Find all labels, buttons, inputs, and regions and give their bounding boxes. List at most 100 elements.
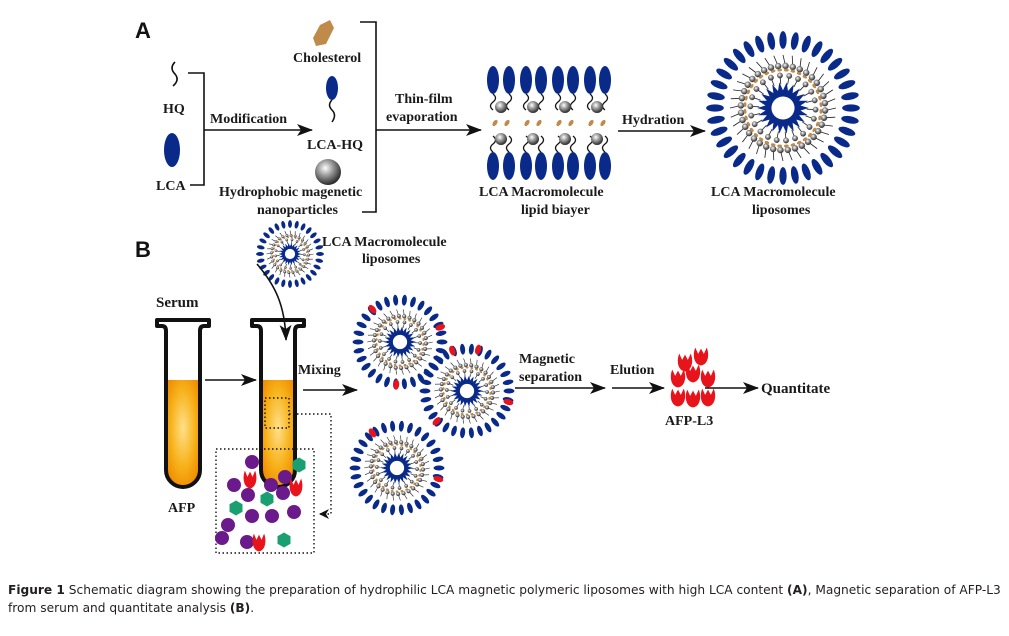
nanoparticle (395, 320, 400, 324)
cholesterol (486, 377, 489, 381)
nanoparticle (795, 76, 801, 82)
nanoparticle (396, 491, 401, 497)
cholesterol (408, 319, 412, 322)
lca-head-bottom (503, 152, 515, 180)
caption-ref-a: (A) (787, 583, 808, 597)
lca-head (256, 245, 265, 250)
caption-figure-label: Figure 1 (8, 583, 65, 597)
nanoparticle (443, 402, 448, 408)
hq-tail (522, 93, 530, 111)
nanoparticle (415, 482, 420, 487)
caption-text-1: Schematic diagram showing the preparatio… (64, 583, 788, 597)
nanoparticle (371, 338, 377, 343)
afp-molecule (221, 518, 235, 532)
lca-head (294, 220, 299, 229)
nanoparticle (798, 142, 806, 149)
cholesterol (486, 401, 489, 405)
nanoparticle (369, 459, 374, 464)
cholesterol (305, 251, 308, 254)
lca-head (420, 397, 432, 403)
lca-head (384, 376, 390, 388)
cholesterol (460, 412, 464, 416)
nanoparticle (527, 133, 539, 145)
nanoparticle (821, 99, 829, 107)
lca-head-bottom (552, 152, 564, 180)
cholesterol (802, 137, 807, 142)
cholesterol (373, 459, 376, 463)
nanoparticle (479, 367, 484, 372)
b-liposome-label-line1: LCA Macromolecule (322, 235, 447, 250)
nanoparticle (747, 103, 754, 110)
nanoparticle-label-line1: Hydrophobic magenetic (219, 185, 362, 200)
cholesterol (390, 489, 394, 493)
cholesterol (764, 71, 770, 76)
afp-l3-molecule (700, 388, 716, 407)
nanoparticle (763, 143, 770, 150)
lca-head (310, 269, 317, 276)
lca-head (767, 166, 776, 184)
nanoparticle (417, 334, 422, 338)
lca-head (281, 220, 286, 229)
cholesterol (743, 102, 747, 108)
lca-head (423, 404, 434, 412)
lca-head (315, 245, 324, 250)
lca-head (442, 422, 450, 433)
cholesterol (790, 69, 796, 73)
nanoparticle (406, 489, 411, 494)
nanoparticle (376, 484, 381, 489)
nanoparticle (407, 315, 412, 320)
nanoparticle (440, 398, 445, 403)
lca-head (827, 145, 843, 159)
afp-l3-molecule (289, 478, 303, 497)
cholesterol (802, 75, 808, 79)
nanoparticle (289, 233, 293, 237)
nanoparticle (753, 86, 760, 92)
lca-head (390, 504, 396, 516)
lca-head (375, 373, 383, 384)
nanoparticle (289, 267, 292, 270)
nanoparticle (817, 85, 824, 93)
cholesterol (475, 368, 479, 371)
nanoparticle (377, 323, 382, 328)
afp-l3-molecule (670, 369, 686, 388)
cholesterol (375, 478, 378, 482)
cholesterol (749, 127, 754, 132)
cholesterol (796, 140, 802, 145)
cholesterol (808, 132, 812, 137)
panel-a-letter: A (135, 18, 151, 43)
cholesterol (556, 119, 562, 127)
bilayer-label-line1: LCA Macromolecule (479, 185, 604, 200)
nanoparticle (380, 487, 385, 492)
cholesterol (378, 352, 381, 356)
nanoparticle (591, 133, 603, 145)
cholesterol (403, 363, 407, 367)
hq-tail (554, 93, 562, 111)
nanoparticle (385, 448, 390, 452)
nanoparticle (270, 247, 274, 251)
cholesterol-label: Cholesterol (293, 51, 361, 66)
afp-molecule (276, 486, 290, 500)
nanoparticle (821, 107, 829, 114)
nanoparticle (466, 414, 471, 420)
aqueous-core (392, 334, 408, 350)
afp-mixture (215, 455, 306, 552)
lca-head (460, 343, 466, 355)
nanoparticle (279, 268, 283, 272)
b-liposome-label-line2: liposomes (362, 252, 421, 267)
lca-head (707, 115, 725, 124)
nanoparticle (274, 249, 278, 252)
cholesterol (378, 482, 381, 485)
lca-head (401, 378, 407, 390)
nanoparticle (383, 361, 388, 366)
nanoparticle (462, 369, 467, 373)
afp-molecule (278, 470, 292, 484)
nanoparticle (802, 81, 809, 88)
nanoparticle (399, 440, 404, 445)
lca-head (841, 115, 859, 124)
thin-film-label-line1: Thin-film (395, 92, 453, 107)
nanoparticle (490, 390, 496, 395)
nanoparticle (446, 381, 451, 385)
lca-head (424, 306, 433, 316)
lca-head (375, 300, 383, 311)
lca-head (288, 220, 292, 228)
